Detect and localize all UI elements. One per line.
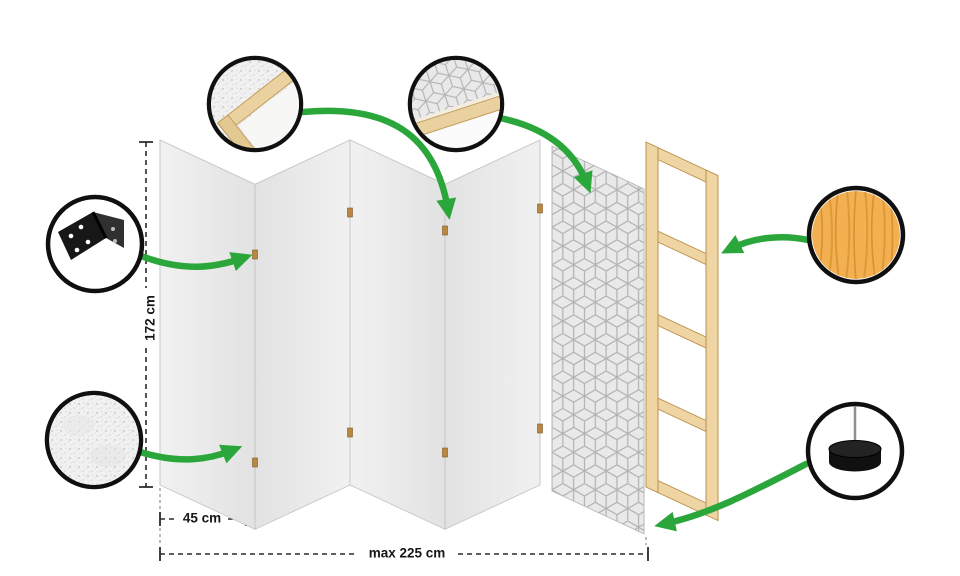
screen-panel-4: [444, 139, 541, 531]
hinge-marker: [252, 457, 258, 468]
metal-hinge-icon: [58, 211, 124, 260]
hinge-marker: [442, 225, 448, 236]
screw-hole: [74, 247, 80, 253]
frame-rail: [657, 313, 707, 349]
wooden-frame-structure: [645, 141, 719, 522]
hinge-marker: [347, 427, 353, 438]
patterned-panel: [551, 145, 645, 535]
screen-panel-1: [159, 139, 256, 531]
fabric-shading: [62, 415, 94, 435]
arrow-foot-to-base: [654, 460, 810, 532]
height-label: 172 cm: [143, 295, 158, 341]
hinge-marker: [252, 249, 258, 260]
foot-top: [828, 440, 882, 458]
screw-hole: [113, 239, 117, 243]
frame-rail: [657, 230, 707, 266]
hinge-plate: [58, 212, 106, 260]
fabric-texture-icon: [49, 395, 139, 485]
panel-face: [349, 139, 446, 531]
arrow-hinge-to-fold: [137, 252, 253, 272]
dimension-connector: [159, 528, 647, 545]
callout-patterned-fabric-frame-detail: [407, 55, 505, 153]
hinge-marker: [442, 447, 448, 458]
arrow-wood-to-frame: [721, 233, 812, 254]
frame-rail: [657, 479, 707, 516]
foot-base: [829, 452, 881, 472]
callout-stabilizing-foot-detail: [805, 401, 905, 501]
callout-metal-hinge-detail: [45, 194, 145, 294]
screw-hole: [78, 224, 84, 230]
max-width-dimension: max 225 cm: [159, 528, 649, 561]
patterned-fabric-swatch: [412, 60, 500, 122]
hinge-knuckle: [91, 211, 108, 239]
corner-frame-bar: [217, 114, 272, 148]
panel-face: [444, 139, 541, 531]
fabric-shading: [90, 445, 126, 467]
callout-frame-corner-detail: [206, 55, 304, 153]
frame-edge-bar: [412, 93, 500, 139]
fabric-texture-swatch: [49, 395, 139, 485]
screw-hole: [85, 239, 91, 245]
fabric-edge: [412, 89, 500, 126]
arrow-fabric-to-panel: [136, 444, 243, 464]
max-width-label: max 225 cm: [369, 546, 446, 561]
frame-stile: [705, 169, 719, 522]
arrow-corner-to-panel: [299, 107, 457, 220]
arrow-pattern-to-panel: [496, 114, 593, 194]
wood-swatch: [812, 191, 900, 279]
callout-wood-material-detail: [806, 185, 906, 285]
panel-face: [254, 139, 351, 531]
height-dimension: 172 cm: [139, 141, 158, 488]
patterned-fabric-frame-icon: [412, 60, 500, 148]
panel-face: [159, 139, 256, 531]
foot-pin-icon: [828, 406, 882, 472]
screen-panel-3: [349, 139, 446, 531]
hinge-marker: [537, 423, 543, 434]
frame-rail: [657, 397, 707, 433]
patterned-panel-face: [551, 145, 645, 535]
frame-rail: [657, 146, 707, 183]
hinge-plate: [93, 212, 124, 248]
screw-hole: [68, 233, 74, 239]
hinge-marker: [537, 203, 543, 214]
hinge-markers: [252, 203, 543, 468]
screw-hole: [111, 227, 115, 231]
callout-fabric-texture-detail: [44, 390, 144, 490]
frame-stile: [645, 141, 659, 494]
screen-panel-2: [254, 139, 351, 531]
hinge-marker: [347, 207, 353, 218]
panel-width-label: 45 cm: [183, 511, 221, 526]
